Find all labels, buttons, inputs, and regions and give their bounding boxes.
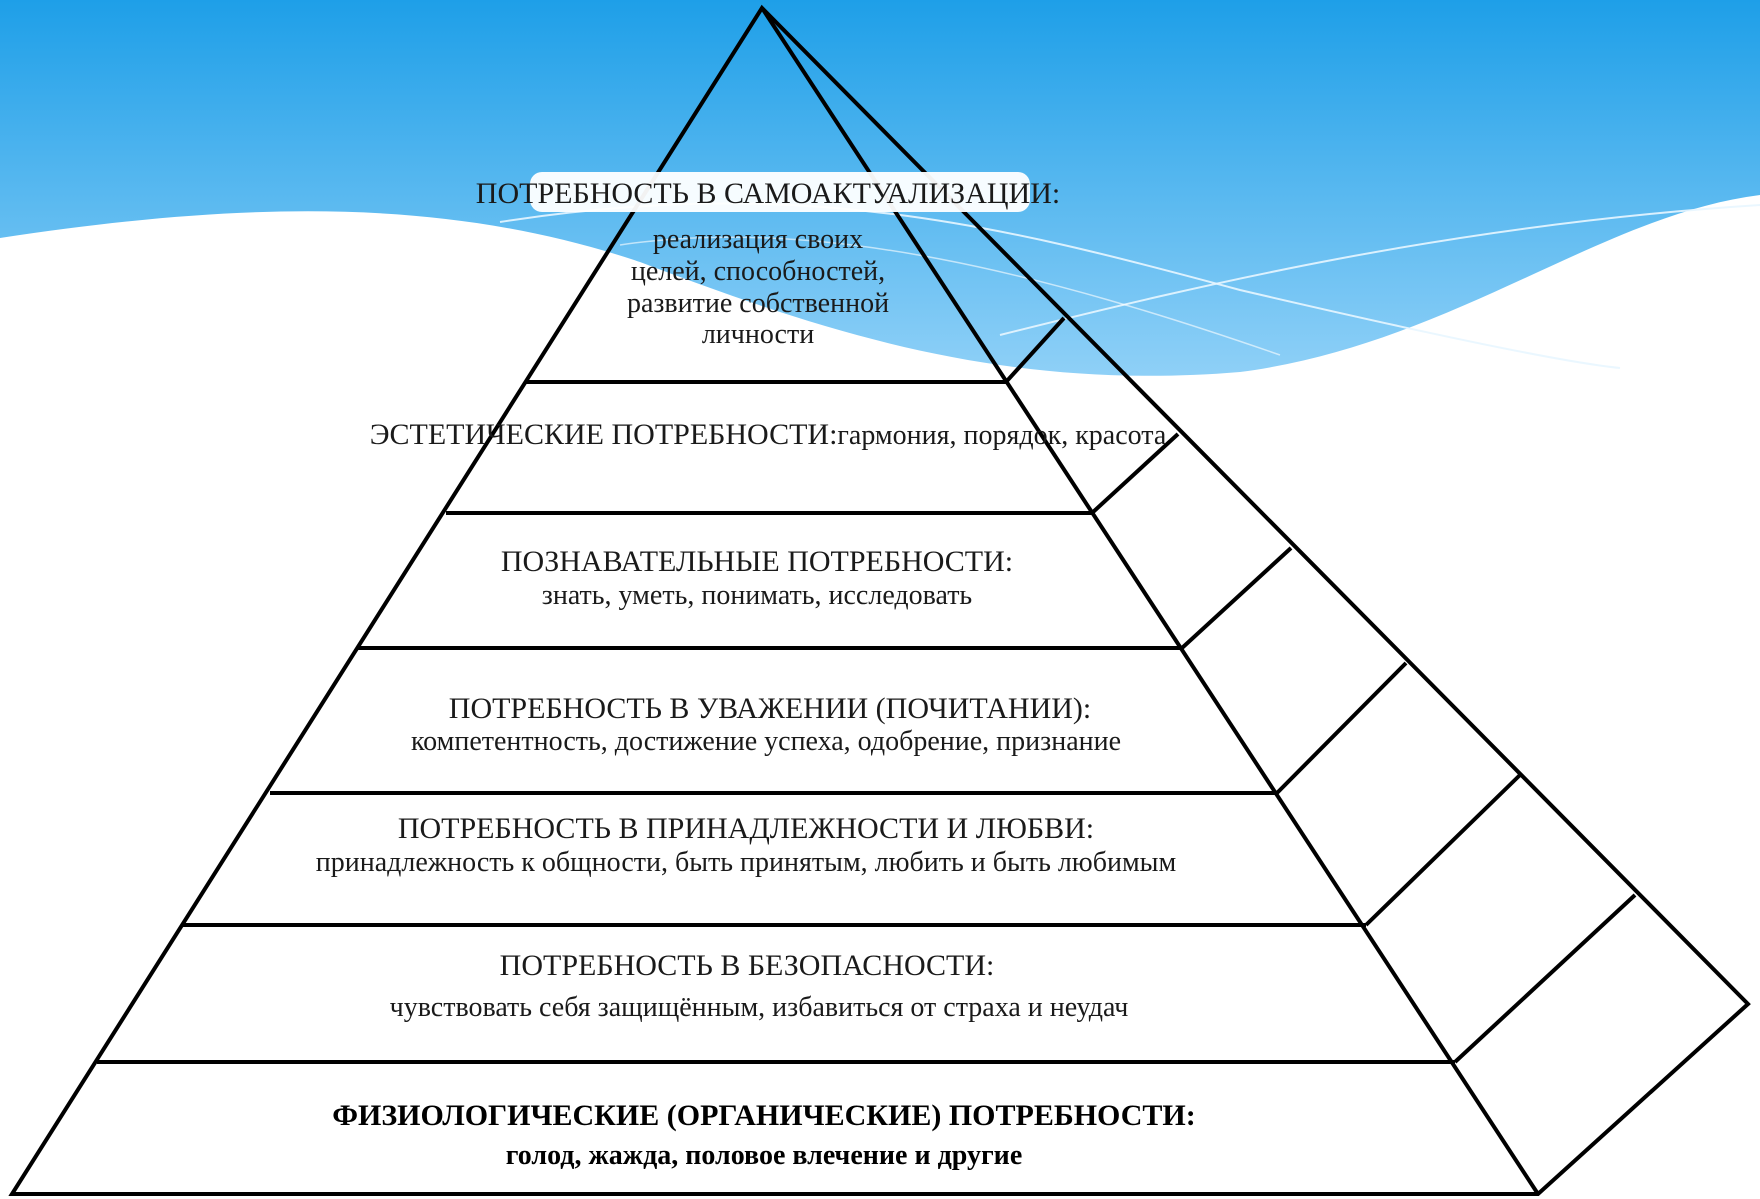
side-divider-1 bbox=[1004, 316, 1066, 384]
level-safety: ПОТРЕБНОСТЬ В БЕЗОПАСНОСТИ: чувствовать … bbox=[390, 949, 1129, 1023]
level-title: ПОТРЕБНОСТЬ В ПРИНАДЛЕЖНОСТИ И ЛЮБВИ: bbox=[398, 812, 1094, 845]
side-divider-3 bbox=[1180, 546, 1293, 650]
side-divider-2 bbox=[1090, 432, 1180, 515]
level-title: ПОТРЕБНОСТЬ В БЕЗОПАСНОСТИ: bbox=[500, 949, 995, 982]
level-description-line: принадлежность к общности, быть принятым… bbox=[316, 847, 1177, 878]
level-description-line: целей, способностей, bbox=[631, 256, 885, 287]
level-aesthetic: ЭСТЕТИЧЕСКИЕ ПОТРЕБНОСТИ:гармония, поряд… bbox=[370, 418, 1167, 451]
level-belonging-love: ПОТРЕБНОСТЬ В ПРИНАДЛЕЖНОСТИ И ЛЮБВИ: пр… bbox=[316, 812, 1177, 878]
side-divider-4 bbox=[1275, 661, 1408, 795]
level-description-line: развитие собственной bbox=[627, 288, 889, 319]
level-title: ЭСТЕТИЧЕСКИЕ ПОТРЕБНОСТИ:гармония, поряд… bbox=[370, 418, 1167, 451]
level-cognitive: ПОЗНАВАТЕЛЬНЫЕ ПОТРЕБНОСТИ: знать, уметь… bbox=[501, 545, 1013, 611]
level-title: ПОЗНАВАТЕЛЬНЫЕ ПОТРЕБНОСТИ: bbox=[501, 545, 1013, 578]
side-divider-6 bbox=[1453, 893, 1637, 1064]
level-esteem: ПОТРЕБНОСТЬ В УВАЖЕНИИ (ПОЧИТАНИИ): комп… bbox=[411, 692, 1121, 757]
level-description-line: личности bbox=[702, 319, 814, 350]
level-physiological: ФИЗИОЛОГИЧЕСКИЕ (ОРГАНИЧЕСКИЕ) ПОТРЕБНОС… bbox=[332, 1099, 1195, 1171]
side-divider-5 bbox=[1364, 773, 1522, 927]
level-description-line: знать, уметь, понимать, исследовать bbox=[542, 580, 972, 611]
level-title: ПОТРЕБНОСТЬ В УВАЖЕНИИ (ПОЧИТАНИИ): bbox=[449, 692, 1091, 725]
title-label-background bbox=[530, 172, 1030, 212]
level-title: ПОТРЕБНОСТЬ В САМОАКТУАЛИЗАЦИИ: bbox=[476, 177, 1060, 210]
level-description-line: реализация своих bbox=[653, 224, 863, 255]
level-description-line: компетентность, достижение успеха, одобр… bbox=[411, 726, 1121, 757]
level-title: ФИЗИОЛОГИЧЕСКИЕ (ОРГАНИЧЕСКИЕ) ПОТРЕБНОС… bbox=[332, 1099, 1195, 1132]
level-description-line: голод, жажда, половое влечение и другие bbox=[506, 1140, 1023, 1171]
level-description-line: чувствовать себя защищённым, избавиться … bbox=[390, 992, 1129, 1023]
level-self-actualization: ПОТРЕБНОСТЬ В САМОАКТУАЛИЗАЦИИ: реализац… bbox=[476, 172, 1060, 350]
